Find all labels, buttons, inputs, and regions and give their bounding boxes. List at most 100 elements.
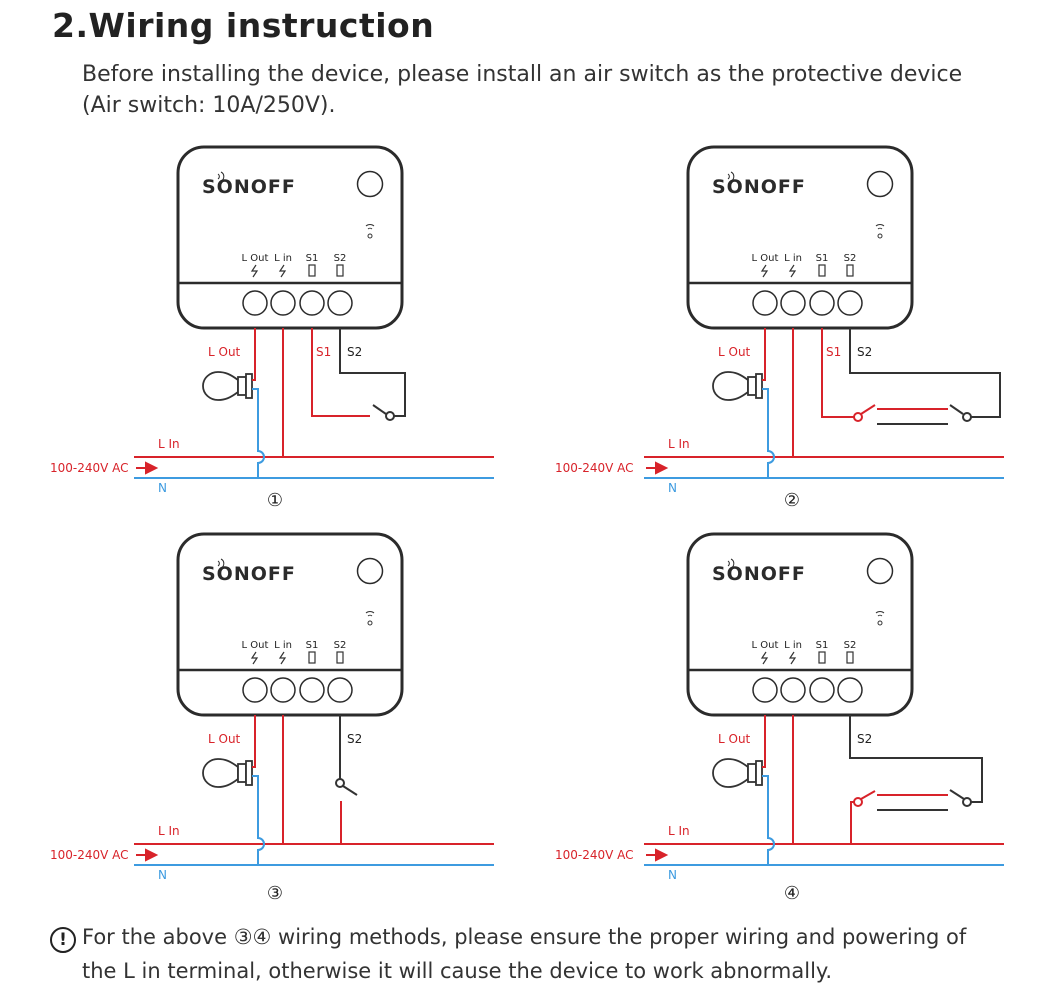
switch-terminal-icon bbox=[818, 264, 826, 277]
l-in-label: L In bbox=[668, 437, 690, 451]
signal-icon bbox=[727, 171, 735, 182]
terminal-label: S1 bbox=[816, 253, 829, 264]
switch-pivot bbox=[335, 778, 345, 788]
sonoff-logo: SONOFF bbox=[712, 176, 806, 198]
terminal-screw bbox=[299, 290, 325, 316]
switch-pivot bbox=[962, 412, 972, 422]
lightning-icon bbox=[788, 264, 797, 278]
switch-to-l-in-wire bbox=[850, 801, 854, 844]
arrow-right-icon bbox=[646, 848, 669, 862]
pairing-button bbox=[356, 557, 384, 585]
wifi-icon bbox=[365, 224, 375, 230]
neutral-wire bbox=[762, 388, 775, 478]
led-indicator-icon bbox=[877, 233, 883, 239]
terminal-label: S1 bbox=[306, 640, 319, 651]
switch-pivot bbox=[853, 797, 863, 807]
terminal-screw bbox=[780, 290, 806, 316]
switch-lever bbox=[860, 790, 876, 800]
switch-lever bbox=[342, 785, 358, 796]
bulb-icon bbox=[202, 758, 239, 788]
pairing-button bbox=[866, 170, 894, 198]
terminal-screw bbox=[270, 290, 296, 316]
bulb-icon bbox=[712, 371, 749, 401]
bulb-base bbox=[237, 376, 247, 396]
bulb-cap bbox=[245, 373, 253, 399]
terminal-label: L Out bbox=[242, 640, 269, 651]
l-out-wire bbox=[252, 328, 256, 381]
terminal-screw bbox=[242, 290, 268, 316]
s1-wire bbox=[821, 328, 854, 418]
diagram-number: ② bbox=[784, 490, 800, 511]
bulb-base bbox=[747, 376, 757, 396]
terminal-screw bbox=[242, 677, 268, 703]
terminal-label: L Out bbox=[242, 253, 269, 264]
n-label: N bbox=[158, 481, 167, 495]
terminal-screw bbox=[270, 677, 296, 703]
l-out-label: L Out bbox=[718, 732, 751, 746]
supply-label: 100-240V AC bbox=[50, 848, 129, 862]
switch-lever bbox=[949, 789, 965, 800]
led-indicator-icon bbox=[367, 620, 373, 626]
terminal-label: S1 bbox=[306, 253, 319, 264]
s1-label: S1 bbox=[316, 345, 331, 359]
wifi-icon bbox=[875, 224, 885, 230]
pairing-button bbox=[866, 557, 894, 585]
bulb-cap bbox=[755, 373, 763, 399]
l-out-wire bbox=[762, 328, 766, 381]
s2-label: S2 bbox=[347, 732, 362, 746]
switch-terminal-icon bbox=[308, 651, 316, 664]
n-label: N bbox=[668, 481, 677, 495]
arrow-right-icon bbox=[646, 461, 669, 475]
note-line-2: the L in terminal, otherwise it will cau… bbox=[82, 959, 833, 983]
bulb-cap bbox=[245, 760, 253, 786]
s2-label: S2 bbox=[857, 345, 872, 359]
bulb-icon bbox=[202, 371, 239, 401]
terminal-screw bbox=[752, 677, 778, 703]
bulb-base bbox=[747, 763, 757, 783]
s2-wire bbox=[849, 328, 1001, 418]
diagram-number: ③ bbox=[267, 883, 283, 904]
bulb-icon bbox=[712, 758, 749, 788]
terminal-screw bbox=[327, 677, 353, 703]
arrow-right-icon bbox=[136, 461, 159, 475]
neutral-wire bbox=[252, 388, 265, 478]
switch-pivot bbox=[962, 797, 972, 807]
l-in-label: L In bbox=[158, 437, 180, 451]
s2-wire bbox=[339, 328, 406, 417]
lightning-icon bbox=[250, 264, 259, 278]
terminal-screw bbox=[299, 677, 325, 703]
terminal-label: L in bbox=[274, 253, 292, 264]
note-line-1: For the above ③④ wiring methods, please … bbox=[82, 925, 967, 949]
switch-terminal-icon bbox=[846, 651, 854, 664]
terminal-label: S2 bbox=[844, 640, 857, 651]
terminal-screw bbox=[752, 290, 778, 316]
switch-pivot bbox=[385, 411, 395, 421]
n-label: N bbox=[668, 868, 677, 882]
l-out-label: L Out bbox=[718, 345, 751, 359]
terminal-label: L in bbox=[784, 253, 802, 264]
n-label: N bbox=[158, 868, 167, 882]
l-out-wire bbox=[252, 715, 256, 768]
switch-terminal-icon bbox=[336, 651, 344, 664]
wifi-icon bbox=[365, 611, 375, 617]
s1-label: S1 bbox=[826, 345, 841, 359]
supply-label: 100-240V AC bbox=[555, 461, 634, 475]
switch-lever bbox=[949, 404, 964, 415]
neutral-wire bbox=[252, 775, 265, 865]
switch-lever bbox=[372, 404, 387, 415]
terminal-label: L in bbox=[784, 640, 802, 651]
lightning-icon bbox=[760, 264, 769, 278]
terminal-label: S2 bbox=[334, 253, 347, 264]
l-out-label: L Out bbox=[208, 345, 241, 359]
lightning-icon bbox=[278, 264, 287, 278]
terminal-label: S2 bbox=[334, 640, 347, 651]
terminal-label: S1 bbox=[816, 640, 829, 651]
s1-wire bbox=[311, 328, 370, 417]
l-out-wire bbox=[762, 715, 766, 768]
switch-terminal-icon bbox=[336, 264, 344, 277]
signal-icon bbox=[727, 558, 735, 569]
